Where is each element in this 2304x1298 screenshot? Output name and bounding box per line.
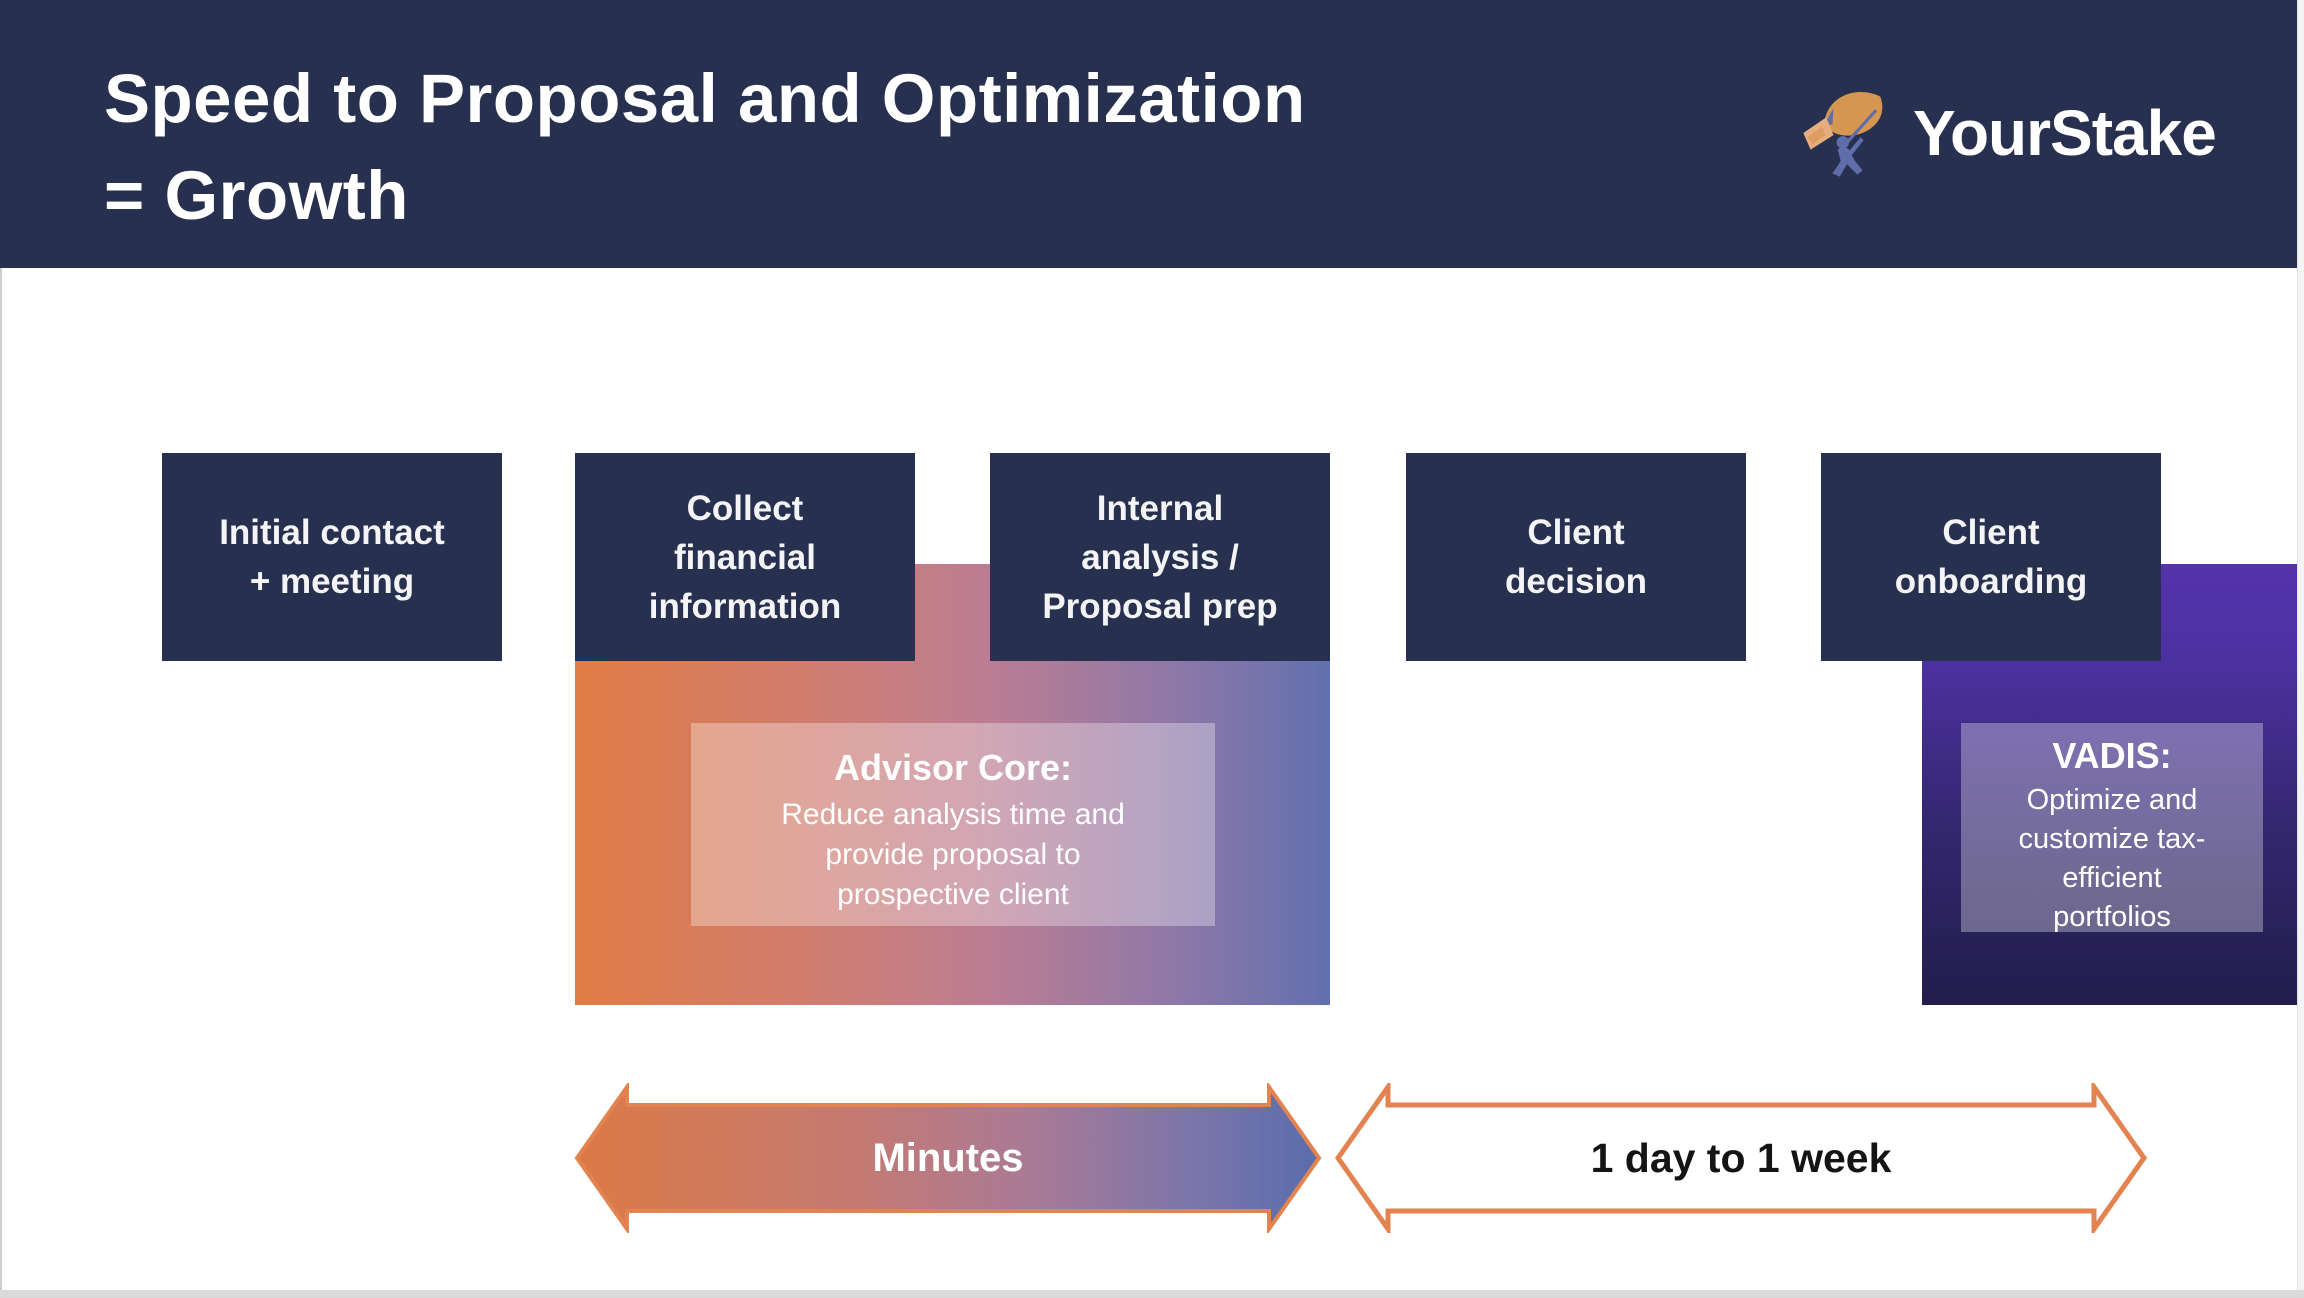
step-collect-financial-info: Collect financial information <box>575 453 915 661</box>
slide-edge-right <box>2297 0 2304 1298</box>
advisor-core-heading: Advisor Core: <box>833 747 1073 788</box>
logo-wordmark: YourStake <box>1913 96 2217 169</box>
advisor-core-callout: Advisor Core: Reduce analysis time and p… <box>691 723 1215 926</box>
week-arrow <box>1334 1083 2148 1233</box>
advisor-core-body: Reduce analysis time and provide proposa… <box>781 798 1125 911</box>
step-client-decision: Client decision <box>1406 453 1746 661</box>
slide-title: Speed to Proposal and Optimization = Gro… <box>104 60 1306 234</box>
minutes-arrow <box>574 1083 1322 1233</box>
flag-bearer-icon <box>1803 91 1883 177</box>
slide-edge-bottom <box>0 1290 2304 1298</box>
yourstake-logo: YourStake <box>1795 75 2217 190</box>
step-internal-analysis: Internal analysis / Proposal prep <box>990 453 1330 661</box>
vadis-heading: VADIS: <box>2052 735 2172 776</box>
step-client-onboarding: Client onboarding <box>1821 453 2161 661</box>
slide-edge-left <box>0 268 2 1290</box>
minutes-arrow-label: Minutes <box>872 1135 1024 1180</box>
vadis-body: Optimize and customize tax- efficient po… <box>2018 784 2206 933</box>
vadis-callout: VADIS: Optimize and customize tax- effic… <box>1961 723 2263 933</box>
header: Speed to Proposal and Optimization = Gro… <box>0 0 2297 268</box>
step-initial-contact: Initial contact + meeting <box>162 453 502 661</box>
week-arrow-label: 1 day to 1 week <box>1590 1134 1892 1181</box>
